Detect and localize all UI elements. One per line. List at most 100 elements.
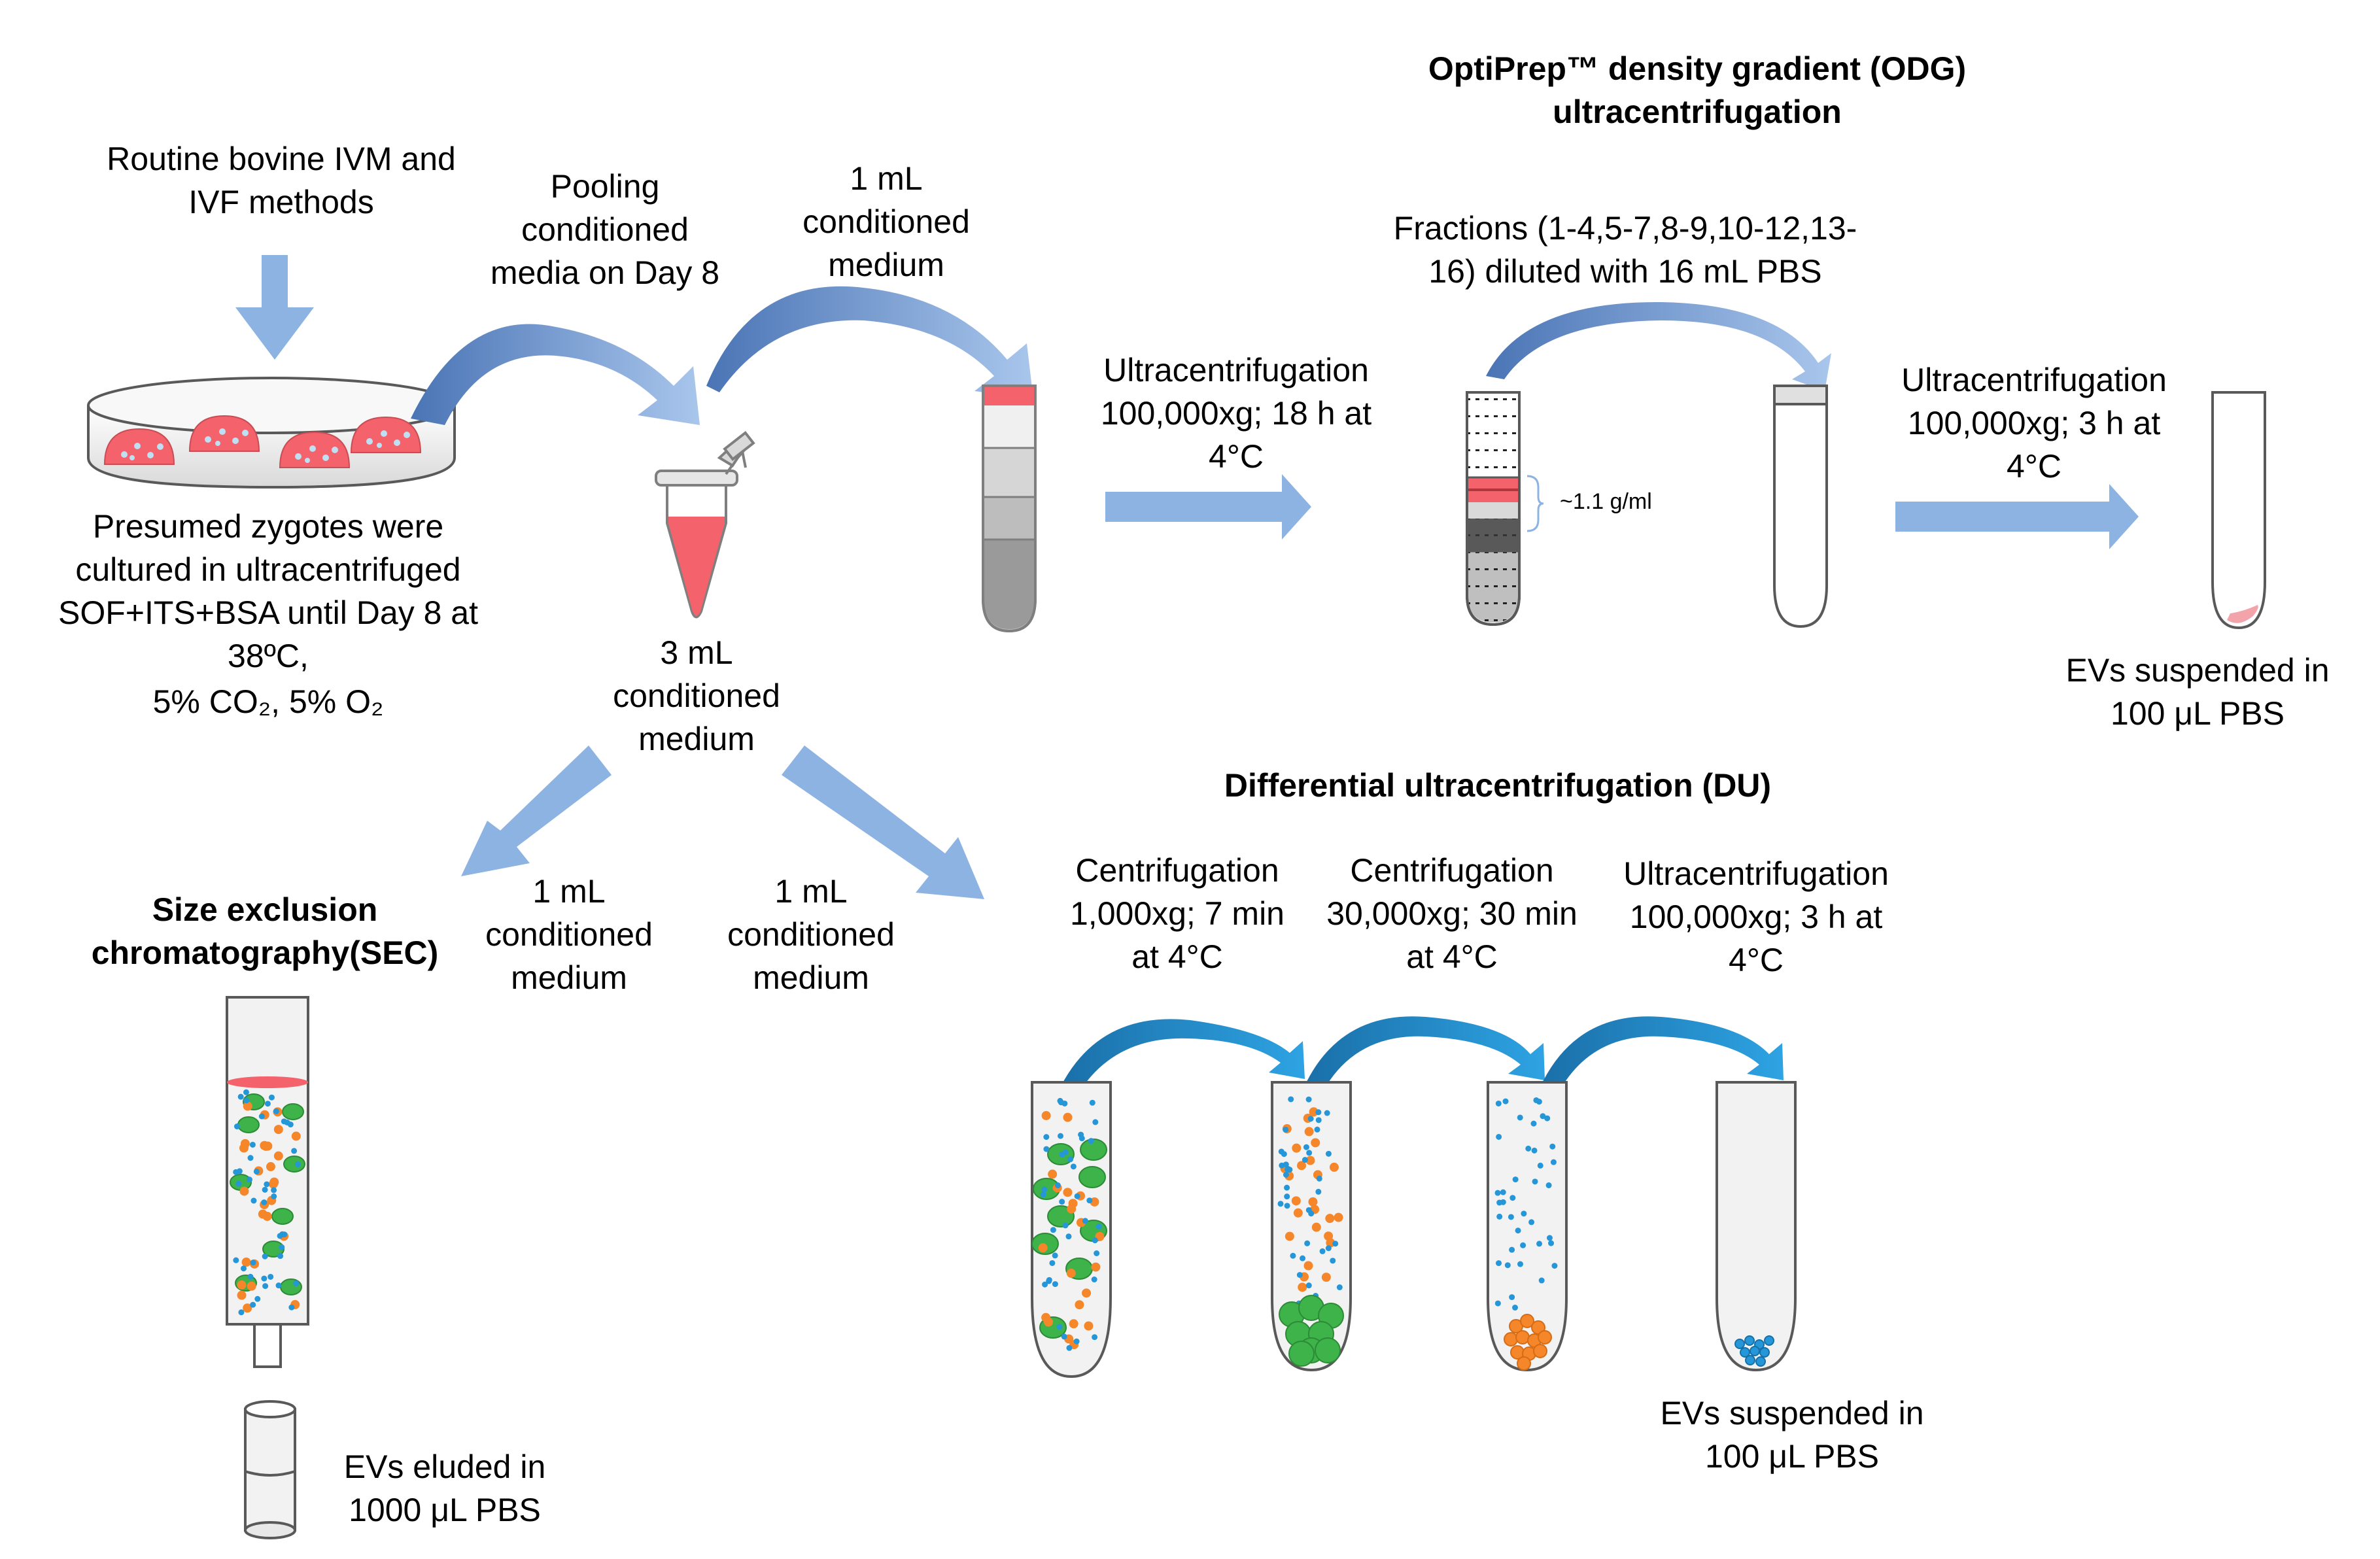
small-particle [243,1097,250,1104]
small-particle [1536,1241,1543,1247]
label-odg-step-1: Ultracentrifugation 100,000xg; 18 h at 4… [1100,352,1372,475]
label-sec-result: EVs eluded in 1000 μL PBS [343,1448,546,1528]
small-particle [1052,1252,1058,1259]
small-particle [1279,1162,1285,1169]
large-particle [282,1103,304,1120]
medium-particle [1041,1110,1051,1120]
medium-particle [1538,1330,1552,1345]
small-particle [1067,1156,1074,1163]
small-particle [1550,1159,1557,1165]
small-particle [1744,1335,1755,1346]
small-particle [293,1280,300,1287]
small-particle [1304,1240,1311,1246]
du-arrow-3 [1540,1016,1784,1090]
large-particle [1078,1166,1106,1188]
du-arrow-2 [1305,1016,1545,1089]
small-particle [1040,1191,1046,1198]
medium-particle [237,1280,247,1290]
label-du-result: EVs suspended in 100 μL PBS [1660,1395,1924,1475]
small-particle [261,1275,267,1282]
medium-particle [243,1101,252,1111]
small-particle [288,1304,295,1311]
small-particle [247,1155,254,1161]
small-particle [1302,1157,1308,1163]
sec-collection-vial [244,1400,296,1539]
small-particle [1509,1246,1515,1253]
arrow-diagonal-du [782,745,984,899]
small-particle [1537,1162,1544,1169]
small-particle [250,1197,257,1204]
medium-particle [266,1162,275,1172]
small-particle [1495,1100,1502,1106]
small-particle [1517,1261,1524,1267]
small-particle [258,1113,265,1120]
medium-particle [240,1139,250,1148]
small-particle [1538,1277,1545,1284]
small-particle [262,1186,268,1193]
small-particle [1496,1213,1503,1220]
small-particle [1325,1150,1332,1157]
small-particle [284,1119,290,1125]
small-particle [1500,1199,1506,1205]
medium-particle [1038,1243,1048,1253]
small-particle [275,1282,282,1289]
medium-particle [1067,1204,1077,1214]
medium-particle [269,1177,279,1187]
small-particle [1528,1219,1535,1225]
small-particle [1314,1126,1320,1133]
small-particle [1316,1175,1322,1182]
small-particle [1520,1242,1526,1248]
du-tube-4-particles [1734,1335,1774,1367]
medium-particle [1285,1231,1294,1241]
label-ivm-ivf-methods: Routine bovine IVM and IVF methods [107,141,456,220]
label-odg-result: EVs suspended in 100 μL PBS [2065,652,2330,732]
medium-particle [1334,1212,1343,1222]
small-particle [1544,1115,1551,1122]
label-pooling: Pooling conditioned media on Day 8 [490,168,720,291]
small-particle [1517,1114,1523,1121]
small-particle [1283,1171,1289,1178]
label-du-step-2: Centrifugation 30,000xg; 30 min at 4°C [1326,852,1578,975]
small-particle [262,1283,269,1290]
small-particle [1283,1126,1289,1133]
small-particle [1508,1214,1514,1220]
small-particle [235,1180,242,1187]
arrow-right-ultracentrifugation-1 [1105,474,1311,540]
small-particle [1759,1347,1770,1358]
small-particle [1551,1263,1558,1269]
small-particle [1324,1110,1330,1116]
small-particle [1078,1135,1085,1142]
small-particle [1042,1281,1048,1288]
small-particle [243,1089,249,1095]
sec-column [226,996,309,1368]
medium-particle [239,1186,249,1196]
medium-particle [1048,1169,1058,1179]
small-particle [267,1273,274,1280]
small-particle [1755,1356,1766,1367]
large-particle [1288,1341,1315,1367]
medium-particle [1329,1162,1339,1172]
small-particle [1061,1100,1068,1106]
small-particle [1052,1281,1058,1288]
du-title: Differential ultracentrifugation (DU) [1224,767,1772,804]
small-particle [1530,1120,1537,1127]
small-particle [1305,1207,1312,1213]
final-ev-tube-odg [2211,391,2266,630]
small-particle [1532,1178,1538,1185]
small-particle [1065,1233,1072,1240]
medium-particle [1303,1261,1313,1271]
small-particle [1315,1188,1322,1195]
medium-particle [261,1141,271,1151]
medium-particle [1063,1112,1073,1122]
small-particle [1494,1190,1501,1196]
small-particle [1059,1199,1065,1205]
small-particle [1303,1144,1309,1150]
small-particle [271,1193,277,1199]
medium-particle [1063,1188,1073,1197]
small-particle [1092,1119,1099,1125]
small-particle [1050,1227,1056,1233]
small-particle [1086,1197,1093,1204]
small-particle [261,1199,267,1206]
small-particle [1061,1333,1067,1340]
small-particle [1745,1355,1755,1365]
